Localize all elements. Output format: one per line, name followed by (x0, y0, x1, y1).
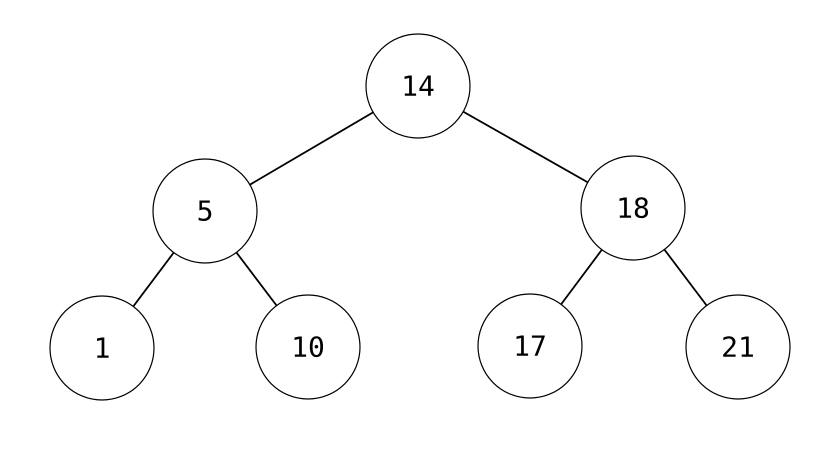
tree-node-circle-14 (365, 33, 471, 139)
tree-node-17: 17 (477, 293, 583, 399)
tree-node-label-21: 21 (721, 331, 755, 364)
tree-node-18: 18 (580, 155, 686, 261)
tree-node-label-10: 10 (291, 331, 325, 364)
tree-node-5: 5 (152, 158, 258, 264)
tree-node-label-5: 5 (197, 195, 214, 228)
tree-node-label-14: 14 (401, 70, 435, 103)
tree-node-10: 10 (255, 294, 361, 400)
tree-node-circle-1 (49, 295, 155, 401)
tree-nodes-layer: 14 5 18 1 10 17 21 (49, 33, 791, 401)
tree-node-circle-5 (152, 158, 258, 264)
tree-node-circle-18 (580, 155, 686, 261)
tree-node-label-17: 17 (513, 330, 547, 363)
tree-node-1: 1 (49, 295, 155, 401)
tree-node-circle-21 (685, 294, 791, 400)
tree-node-21: 21 (685, 294, 791, 400)
tree-node-label-1: 1 (94, 332, 111, 365)
tree-node-circle-10 (255, 294, 361, 400)
tree-node-label-18: 18 (616, 192, 650, 225)
tree-node-14: 14 (365, 33, 471, 139)
tree-node-circle-17 (477, 293, 583, 399)
